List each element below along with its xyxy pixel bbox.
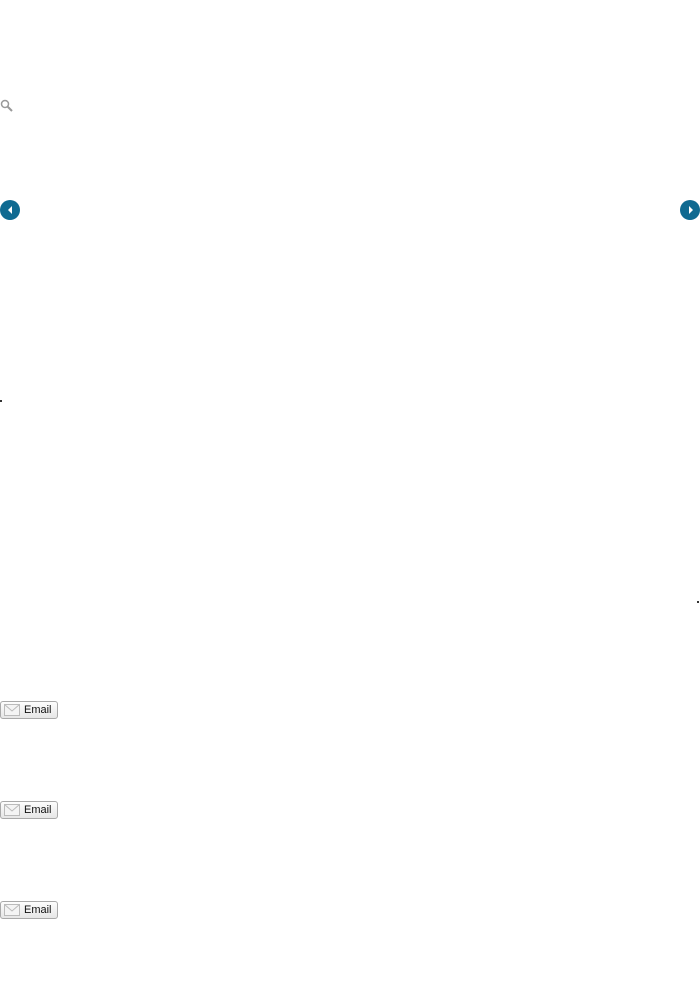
email-button-label: Email [24,704,52,716]
search-icon[interactable] [0,99,14,113]
email-button[interactable]: Email [0,901,58,919]
email-button-label: Email [24,904,52,916]
envelope-icon [4,904,20,916]
divider-mark [0,400,2,402]
chevron-left-icon [7,206,12,214]
carousel-prev-button[interactable] [0,200,20,220]
email-button[interactable]: Email [0,801,58,819]
envelope-icon [4,804,20,816]
divider-mark [697,601,699,603]
carousel-next-button[interactable] [680,200,700,220]
email-button[interactable]: Email [0,701,58,719]
chevron-right-icon [688,206,693,214]
email-button-label: Email [24,804,52,816]
envelope-icon [4,704,20,716]
